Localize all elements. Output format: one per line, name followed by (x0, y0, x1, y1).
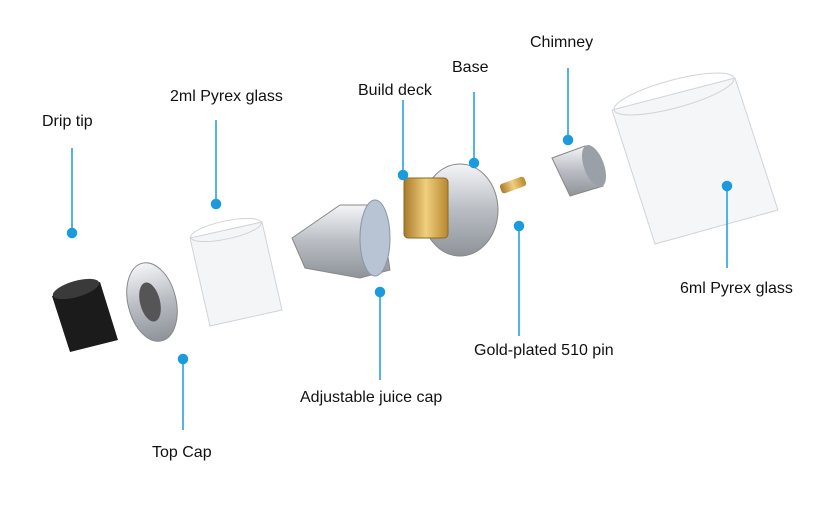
label-chimney: Chimney (530, 34, 594, 51)
callout-dot-base (468, 157, 480, 169)
build-deck-part (403, 163, 499, 257)
drip-tip-part (52, 278, 118, 352)
label-6ml-pyrex-glass: 6ml Pyrex glass (680, 280, 793, 297)
juice-cap-part (291, 199, 391, 279)
callout-dot-drip-tip (66, 227, 78, 239)
pyrex-2ml-part (189, 217, 283, 327)
label-2ml-pyrex-glass: 2ml Pyrex glass (170, 88, 283, 105)
callout-dot-build-deck (397, 169, 409, 181)
label-top-cap: Top Cap (152, 444, 212, 461)
label-gold-plated-510-pin: Gold-plated 510 pin (474, 342, 614, 359)
callout-dot-510 (513, 220, 525, 232)
pyrex-6ml-part (611, 72, 779, 245)
label-build-deck: Build deck (358, 82, 432, 99)
label-adjustable-juice-cap: Adjustable juice cap (300, 389, 443, 406)
label-base: Base (452, 59, 489, 76)
callout-dot-2ml (210, 198, 222, 210)
callout-dot-juice-cap (374, 286, 386, 298)
label-drip-tip: Drip tip (42, 113, 93, 130)
chimney-part (551, 145, 607, 197)
pin-510-part (499, 176, 527, 194)
callout-dot-6ml (721, 180, 733, 192)
callout-dot-chimney (562, 134, 574, 146)
callouts (66, 68, 733, 430)
top-cap-part (126, 262, 178, 342)
callout-dot-top-cap (177, 353, 189, 365)
